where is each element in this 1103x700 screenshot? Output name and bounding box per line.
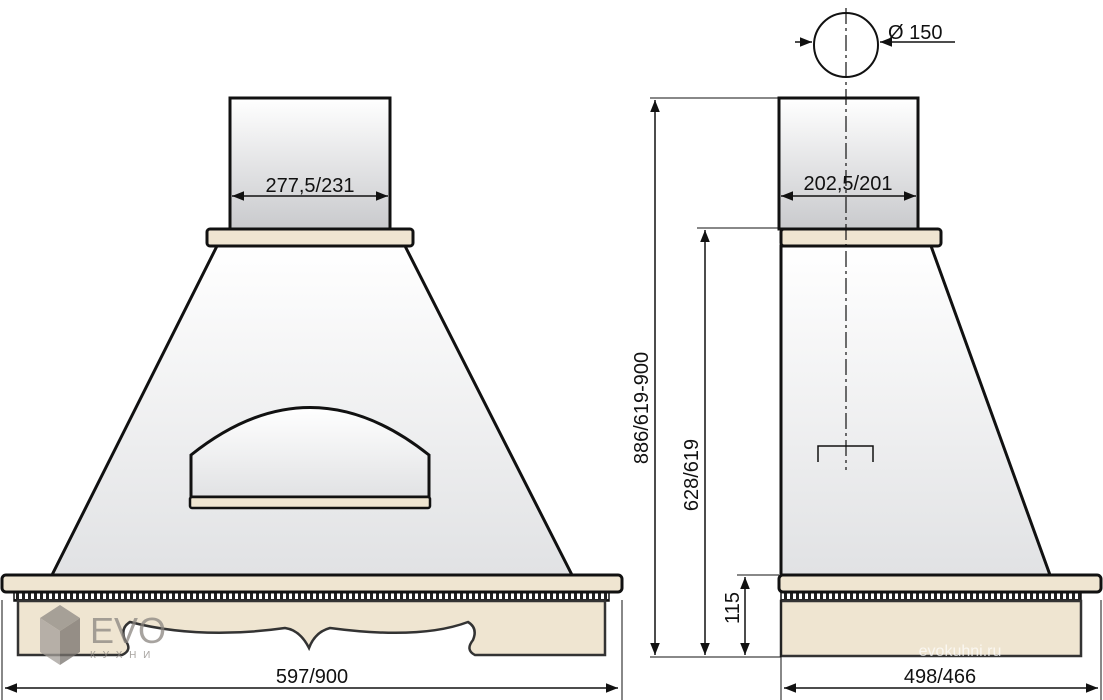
site-watermark: evokuhni.ru (919, 643, 1002, 660)
logo-main-text: EVO (90, 610, 166, 651)
front-chimney-width-label: 277,5/231 (266, 175, 355, 197)
front-window-arch (189, 406, 431, 499)
base-height-label: 115 (722, 592, 744, 624)
side-view (650, 8, 1103, 700)
side-chimney (777, 96, 920, 231)
side-body (779, 244, 1053, 577)
side-top-board (777, 573, 1103, 594)
duct-diameter-label: Ø 150 (888, 22, 942, 44)
evo-logo: EVO К У Х Н И (40, 605, 166, 665)
bracket-icon (817, 445, 874, 462)
total-height-label: 886/619-900 (631, 352, 653, 464)
front-chimney (228, 96, 392, 231)
side-total-depth-label: 498/466 (904, 666, 976, 688)
front-collar (205, 227, 415, 248)
body-height-label: 628/619 (681, 439, 703, 511)
side-collar (779, 227, 943, 248)
logo-sub-text: К У Х Н И (90, 650, 152, 661)
side-chimney-depth-label: 202,5/201 (804, 173, 893, 195)
front-window-sill (188, 495, 432, 510)
front-view (0, 96, 624, 700)
side-apron (779, 599, 1083, 658)
front-top-board (0, 573, 624, 594)
front-total-width-label: 597/900 (276, 666, 348, 688)
front-apron (16, 599, 607, 657)
